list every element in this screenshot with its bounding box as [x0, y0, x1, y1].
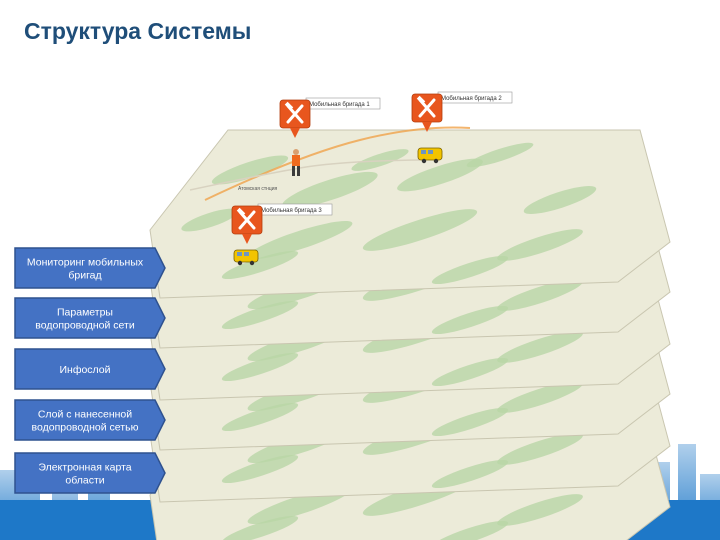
- layer-labels: Мониторинг мобильныхбригадПараметрыводоп…: [14, 247, 166, 494]
- map-forest-patch: [397, 158, 483, 192]
- map-layers: [149, 129, 671, 540]
- layer-label-text: Слой с нанесенной: [38, 409, 132, 421]
- map-forest-patch: [497, 494, 583, 526]
- map-forest-patch: [221, 454, 299, 484]
- brigade-label: Мобильная бригада 1: [309, 102, 370, 108]
- map-forest-patch: [431, 255, 509, 285]
- layer-label-text: области: [65, 475, 104, 487]
- brigade-callout: Мобильная бригада 3: [231, 203, 333, 244]
- layer-label-text: бригад: [68, 270, 101, 282]
- map-forest-patch: [497, 331, 583, 363]
- map-forest-patch: [497, 381, 583, 413]
- map-layer: [149, 129, 671, 299]
- map-forest-patch: [221, 352, 299, 382]
- map-forest-patch: [221, 250, 299, 280]
- brigade-callouts: Мобильная бригада 1 Мобильная бригада 2 Мо…: [231, 91, 513, 244]
- layer-label-text: Инфослой: [59, 364, 110, 376]
- page-title: Структура Системы: [24, 18, 252, 44]
- worker-icon: [292, 149, 300, 176]
- brigade-callout: Мобильная бригада 2: [411, 91, 513, 132]
- map-forest-patch: [247, 220, 353, 260]
- brigade-callout: Мобильная бригада 1: [279, 97, 381, 138]
- map-forest-patch: [362, 209, 478, 251]
- map-forest-patch: [221, 515, 299, 540]
- map-forest-patch: [221, 300, 299, 330]
- map-forest-patch: [497, 279, 583, 311]
- layer-label-text: водопроводной сетью: [32, 422, 139, 434]
- map-forest-patch: [351, 149, 409, 171]
- map-forest-patch: [497, 433, 583, 465]
- map-forest-patch: [431, 407, 509, 437]
- layer-label-text: Параметры: [57, 307, 113, 319]
- map-forest-patch: [431, 305, 509, 335]
- map-forest-patch: [466, 142, 534, 168]
- brigade-label: Мобильная бригада 3: [261, 208, 322, 214]
- layer-label-text: водопроводной сети: [35, 320, 135, 332]
- map-forest-patch: [211, 155, 289, 185]
- map-forest-patch: [431, 357, 509, 387]
- map-forest-patch: [431, 459, 509, 489]
- brigade-label: Мобильная бригада 2: [441, 96, 502, 102]
- wrench-hammer-icon: [411, 93, 443, 132]
- layer-label: Инфослой: [14, 348, 166, 390]
- bus-icon: [417, 147, 443, 164]
- map-forest-patch: [221, 402, 299, 432]
- layer-label-text: Мониторинг мобильных: [27, 257, 144, 269]
- map-forest-patch: [282, 171, 378, 209]
- map-forest-patch: [431, 520, 509, 540]
- map-place-label: Атомская стнция: [238, 186, 278, 192]
- bus-icon: [233, 249, 259, 266]
- map-forest-patch: [523, 186, 597, 214]
- map-forest-patch: [181, 208, 239, 232]
- wrench-hammer-icon: [279, 99, 311, 138]
- map-forest-patch: [497, 229, 583, 261]
- wrench-hammer-icon: [231, 205, 263, 244]
- layer-label-text: Электронная карта: [38, 462, 131, 474]
